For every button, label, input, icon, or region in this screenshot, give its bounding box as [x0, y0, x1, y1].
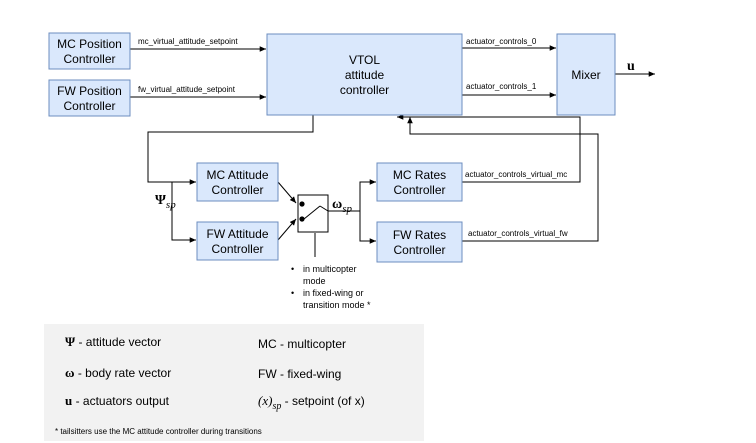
- mc-position-controller-label-2: Controller: [63, 52, 115, 66]
- switch-contact-fw: [299, 216, 305, 222]
- legend-mc-text: MC - multicopter: [258, 337, 346, 351]
- mixer: Mixer: [556, 33, 616, 116]
- legend-psi-text: - attitude vector: [75, 335, 161, 349]
- legend-x-subscript: sp: [272, 401, 281, 412]
- arrow-switch-to-mc-rates: [359, 179, 376, 211]
- arrow-vtol-to-fw-attitude: [171, 182, 196, 243]
- fw-position-controller: FW Position Controller: [48, 79, 131, 117]
- fw-attitude-controller: FW Attitude Controller: [196, 221, 279, 261]
- signal-actuator-controls-virtual-mc: actuator_controls_virtual_mc: [465, 170, 567, 179]
- note-1-bullet: •: [291, 264, 294, 274]
- mc-position-controller-label-1: MC Position: [57, 37, 122, 51]
- mc-attitude-label-2: Controller: [211, 183, 263, 197]
- legend-x-text: - setpoint (of x): [281, 394, 364, 408]
- legend-omega-text: - body rate vector: [75, 366, 172, 380]
- omega-symbol: ω: [332, 197, 342, 212]
- note-2-bullet: •: [291, 288, 294, 298]
- mixer-label: Mixer: [571, 68, 600, 82]
- mc-position-controller: MC Position Controller: [48, 32, 131, 70]
- mc-rates-label-2: Controller: [393, 183, 445, 197]
- legend-omega-row: ω - body rate vector: [65, 365, 171, 380]
- arrow-vtol-to-mc-attitude: [147, 115, 314, 185]
- switch-notes: • in multicopter mode • in fixed-wing or…: [291, 264, 371, 310]
- fw-attitude-label-2: Controller: [211, 242, 263, 256]
- fw-attitude-label-1: FW Attitude: [206, 227, 268, 241]
- mc-rates-controller: MC Rates Controller: [376, 162, 463, 202]
- note-1-line-1: in multicopter: [303, 264, 357, 274]
- omega-subscript: sp: [342, 203, 352, 215]
- vtol-label-2: attitude: [345, 68, 385, 82]
- legend-u-text: - actuators output: [72, 394, 169, 408]
- note-2-line-1: in fixed-wing or: [303, 288, 364, 298]
- legend-x-symbol: (x): [258, 393, 272, 408]
- switch-contact-mc: [299, 201, 305, 207]
- signal-actuator-controls-1: actuator_controls_1: [466, 82, 537, 91]
- mc-attitude-controller: MC Attitude Controller: [196, 162, 279, 202]
- signal-fw-virtual-attitude-setpoint: fw_virtual_attitude_setpoint: [138, 85, 236, 94]
- signal-actuator-controls-0: actuator_controls_0: [466, 37, 537, 46]
- psi-subscript: sp: [166, 199, 176, 211]
- legend-u-row: u - actuators output: [65, 393, 170, 408]
- vtol-attitude-controller: VTOL attitude controller: [266, 33, 463, 116]
- arrow-mc-attitude-to-switch: [277, 181, 297, 204]
- signal-actuator-controls-virtual-fw: actuator_controls_virtual_fw: [468, 229, 568, 238]
- legend: Ψ - attitude vector ω - body rate vector…: [44, 324, 424, 441]
- legend-psi-row: Ψ - attitude vector: [65, 334, 161, 349]
- fw-position-controller-label-2: Controller: [63, 99, 115, 113]
- signal-mc-virtual-attitude-setpoint: mc_virtual_attitude_setpoint: [138, 37, 238, 46]
- psi-symbol: Ψ: [155, 193, 166, 208]
- arrow-fw-rates-to-vtol: [407, 117, 599, 242]
- signal-labels: mc_virtual_attitude_setpoint fw_virtual_…: [138, 37, 568, 238]
- legend-footnote: * tailsitters use the MC attitude contro…: [55, 427, 262, 436]
- output-u-label: u: [627, 59, 635, 74]
- fw-rates-controller: FW Rates Controller: [376, 221, 463, 263]
- vtol-label-1: VTOL: [349, 53, 380, 67]
- note-1-line-2: mode: [303, 276, 326, 286]
- legend-psi-symbol: Ψ: [65, 334, 76, 349]
- legend-fw-text: FW - fixed-wing: [258, 367, 341, 381]
- connectors: [130, 45, 655, 257]
- arrow-mc-rates-to-vtol: [397, 114, 581, 183]
- omega-sp-label: ωsp: [332, 197, 353, 215]
- mc-rates-label-1: MC Rates: [393, 168, 446, 182]
- arrow-switch-to-fw-rates: [359, 211, 376, 244]
- fw-rates-label-2: Controller: [393, 243, 445, 257]
- psi-sp-label: Ψsp: [155, 193, 176, 211]
- legend-setpoint-row: (x)sp - setpoint (of x): [258, 393, 365, 412]
- mc-attitude-label-1: MC Attitude: [206, 168, 268, 182]
- legend-u-symbol: u: [65, 393, 72, 408]
- legend-omega-symbol: ω: [65, 365, 75, 380]
- vtol-label-3: controller: [340, 83, 389, 97]
- mode-switch: [297, 194, 329, 233]
- fw-rates-label-1: FW Rates: [393, 228, 446, 242]
- fw-position-controller-label-1: FW Position: [57, 84, 122, 98]
- note-2-line-2: transition mode *: [303, 300, 371, 310]
- arrow-fw-attitude-to-switch: [277, 218, 297, 241]
